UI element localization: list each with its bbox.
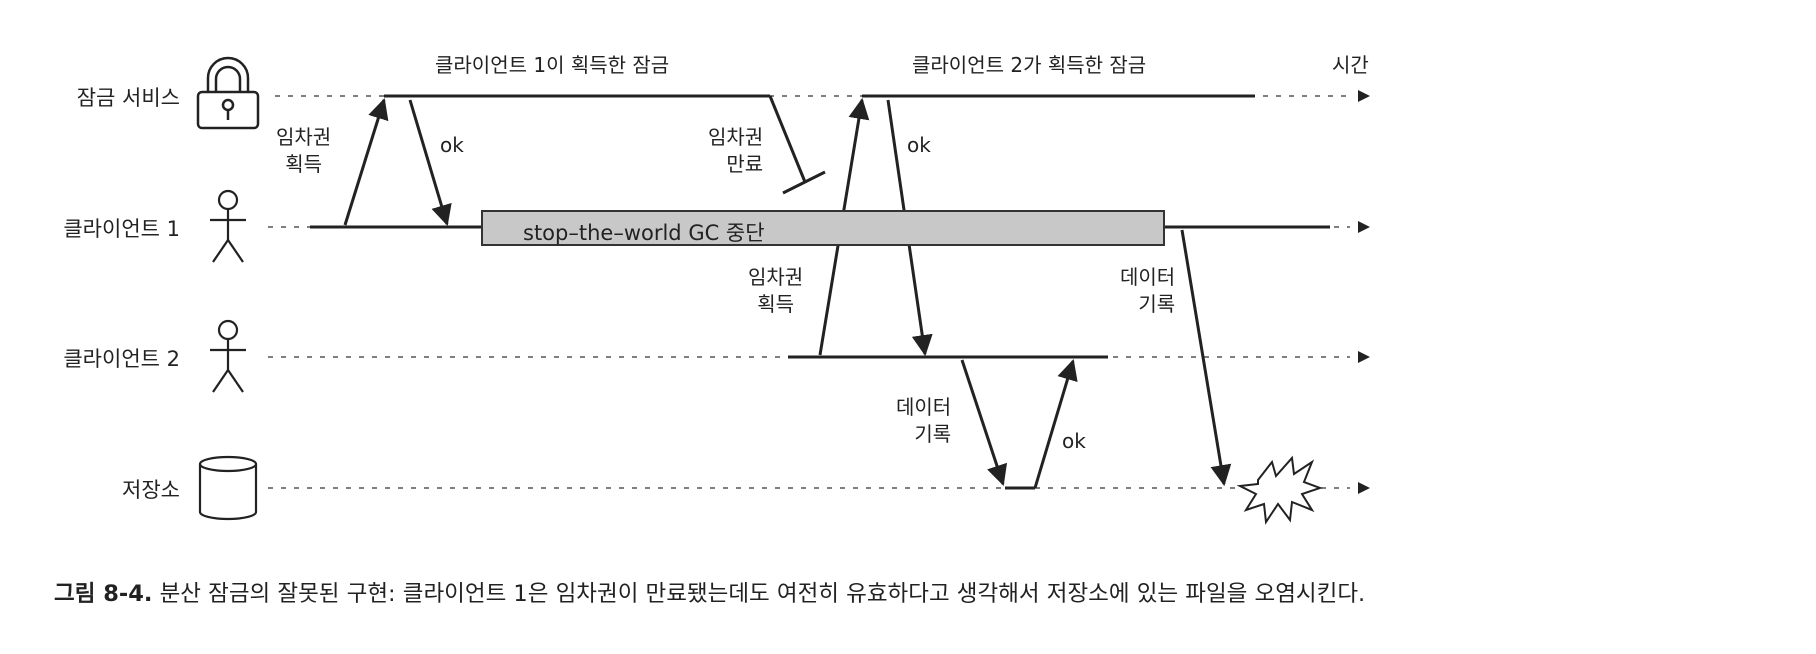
activity-segments <box>310 94 1330 490</box>
timelines <box>268 95 1350 489</box>
person-icon-client2 <box>210 319 246 393</box>
arrow-c2-write <box>960 359 1008 486</box>
lease-expired-mark <box>782 170 826 195</box>
time-arrow-storage <box>1358 482 1370 494</box>
figure-number: 그림 8-4. <box>54 581 153 607</box>
gc-pause-label: stop–the–world GC 중단 <box>523 221 765 245</box>
arrow-c1-acquire <box>343 97 389 226</box>
timeline-arrowheads <box>1358 90 1370 494</box>
lock-period-client2: 클라이언트 2가 획득한 잠금 <box>912 53 1147 77</box>
arrow-c1-write <box>1180 229 1232 487</box>
c2-acquire-label: 임차권 획득 <box>748 265 804 316</box>
time-arrow-client1 <box>1358 221 1370 233</box>
lane-label-lock: 잠금 서비스 <box>76 86 180 110</box>
figure-caption-text: 분산 잠금의 잘못된 구현: 클라이언트 1은 임차권이 만료됐는데도 여전히 … <box>159 581 1366 607</box>
c2-write-ok-label: ok <box>1062 429 1086 453</box>
lane-label-client1: 클라이언트 1 <box>63 217 180 241</box>
time-label: 시간 <box>1332 53 1369 77</box>
person-icon-client1 <box>210 189 246 263</box>
lock-period-client1: 클라이언트 1이 획득한 잠금 <box>435 53 670 77</box>
c2-ok-label: ok <box>907 133 931 157</box>
figure-caption: 그림 8-4. 분산 잠금의 잘못된 구현: 클라이언트 1은 임차권이 만료됐… <box>54 576 1365 608</box>
arrow-c2-write-ok <box>1033 358 1078 489</box>
lane-label-storage: 저장소 <box>122 478 180 502</box>
time-arrow-lock <box>1358 90 1370 102</box>
arrow-lease-expiry <box>768 95 807 183</box>
c1-ok-label: ok <box>440 133 464 157</box>
storage-cylinder-icon <box>198 455 258 521</box>
time-arrow-client2 <box>1358 351 1370 363</box>
c2-write-label: 데이터 기록 <box>896 395 952 446</box>
corruption-burst-icon <box>1236 455 1323 525</box>
lease-expired-label: 임차권 만료 <box>708 125 764 176</box>
sequence-diagram <box>196 56 1370 525</box>
gc-pause-bar: stop–the–world GC 중단 <box>481 210 1165 246</box>
c1-write-label: 데이터 기록 <box>1120 265 1176 316</box>
padlock-icon <box>196 56 260 130</box>
lane-label-client2: 클라이언트 2 <box>63 347 180 371</box>
arrow-c1-ok <box>408 99 452 227</box>
c1-acquire-label: 임차권 획득 <box>276 125 332 176</box>
